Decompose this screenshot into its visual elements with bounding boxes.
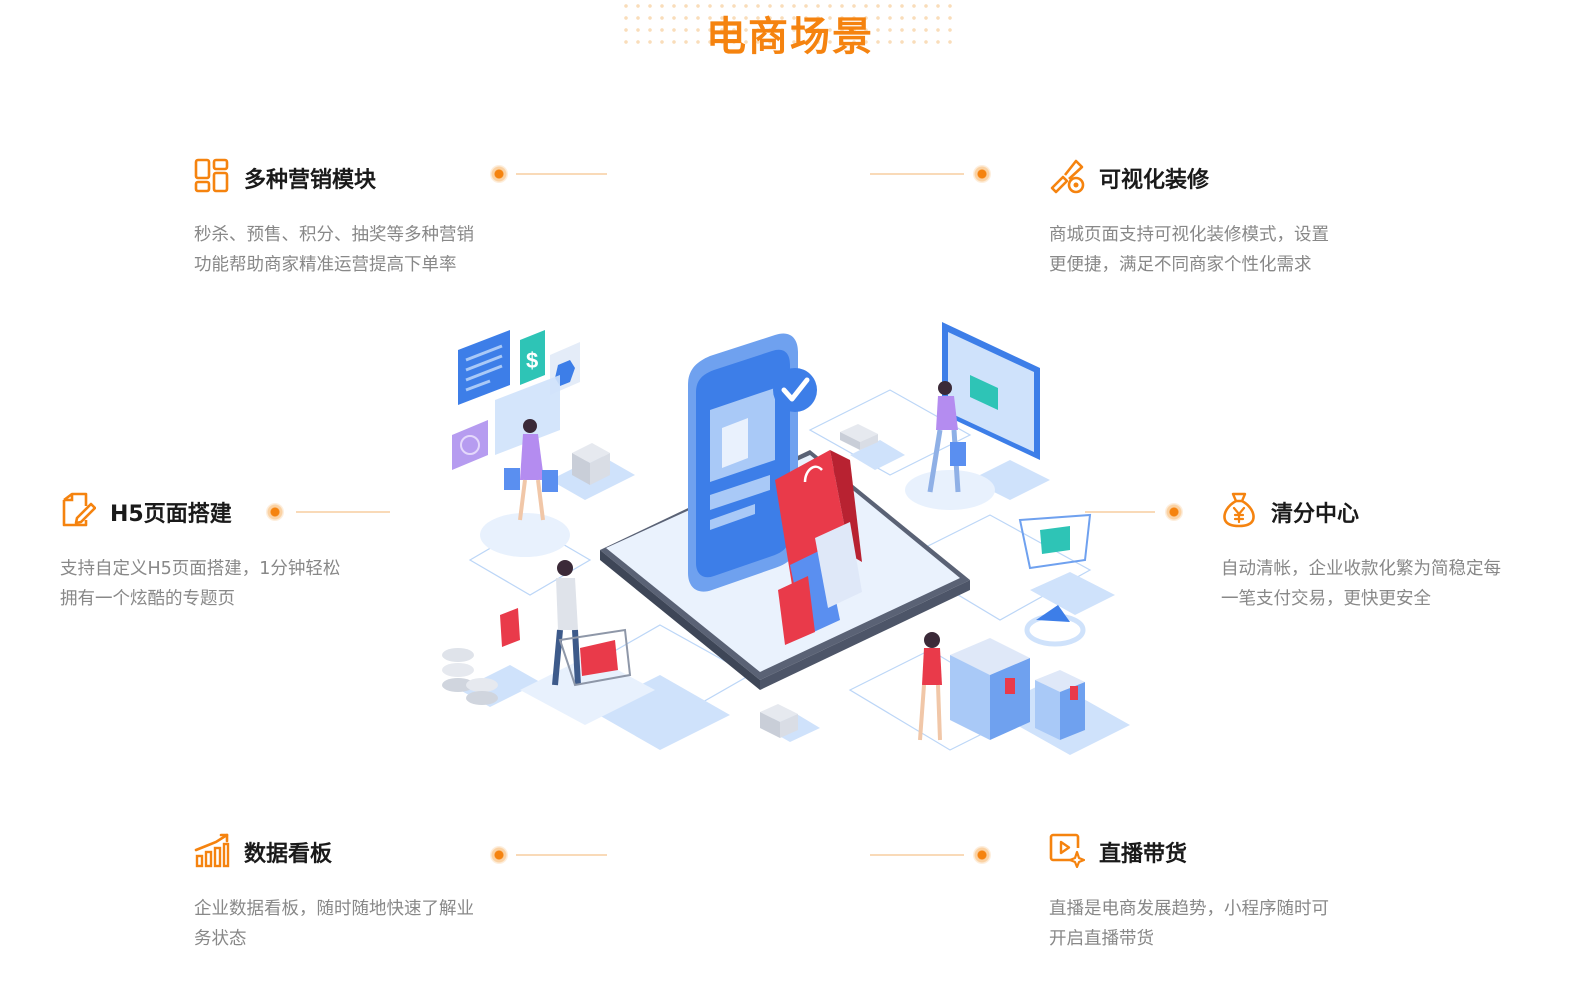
feature-description: 企业数据看板，随时随地快速了解业务状态 [194, 899, 474, 949]
feature-description: 直播是电商发展趋势，小程序随时可开启直播带货 [1049, 899, 1329, 949]
node-dot-settlement [1165, 503, 1183, 521]
node-dot-live [973, 846, 991, 864]
title-dots-decoration [620, 0, 960, 50]
node-dot-data [490, 846, 508, 864]
feature-description: 商城页面支持可视化装修模式，设置更便捷，满足不同商家个性化需求 [1049, 225, 1329, 275]
node-dot-decoration [973, 165, 991, 183]
title-area: 电商场景 [620, 0, 960, 60]
live-play-icon [1049, 833, 1085, 868]
feature-marketing: 多种营销模块 秒杀、预售、积分、抽奖等多种营销功能帮助商家精准运营提高下单率 [194, 158, 494, 308]
edit-page-icon [62, 492, 96, 527]
cart-badge [1018, 513, 1092, 647]
storage-boxes [572, 424, 878, 738]
gift-boxes [918, 632, 1085, 741]
bar-chart-icon [194, 833, 230, 868]
display-board [905, 322, 1040, 510]
node-dot-marketing [490, 165, 508, 183]
grid-icon [194, 158, 229, 193]
money-bag-icon [1223, 492, 1255, 528]
shopping-bags [775, 450, 862, 645]
node-dot-h5 [266, 503, 284, 521]
feature-settlement: 清分中心 自动清帐，企业收款化繁为简稳定每一笔支付交易，更快更安全 [1221, 492, 1521, 622]
shopper-woman-left [480, 419, 570, 557]
shopper-man-cart [500, 560, 655, 725]
ecommerce-illustration: $ [442, 322, 1130, 755]
feature-title: H5页面搭建 [110, 502, 232, 527]
feature-title: 清分中心 [1271, 502, 1360, 527]
smartphone [688, 333, 817, 592]
tools-icon [1050, 159, 1085, 194]
coin-stacks [442, 648, 498, 705]
feature-live: 直播带货 直播是电商发展趋势，小程序随时可开启直播带货 [1049, 832, 1349, 962]
feature-data: 数据看板 企业数据看板，随时随地快速了解业务状态 [194, 832, 494, 962]
floating-cards: $ [452, 330, 580, 470]
feature-title: 可视化装修 [1099, 168, 1210, 193]
page-title: 电商场景 [706, 14, 874, 60]
feature-description: 支持自定义H5页面搭建，1分钟轻松拥有一个炫酷的专题页 [60, 559, 341, 609]
feature-h5: H5页面搭建 支持自定义H5页面搭建，1分钟轻松拥有一个炫酷的专题页 [60, 492, 360, 622]
feature-decoration: 可视化装修 商城页面支持可视化装修模式，设置更便捷，满足不同商家个性化需求 [1049, 158, 1349, 308]
feature-title: 多种营销模块 [244, 168, 377, 193]
svg-text:$: $ [526, 348, 538, 373]
feature-description: 秒杀、预售、积分、抽奖等多种营销功能帮助商家精准运营提高下单率 [194, 225, 474, 275]
feature-description: 自动清帐，企业收款化繁为简稳定每一笔支付交易，更快更安全 [1221, 559, 1501, 609]
feature-title: 数据看板 [244, 842, 333, 867]
feature-title: 直播带货 [1099, 842, 1188, 867]
